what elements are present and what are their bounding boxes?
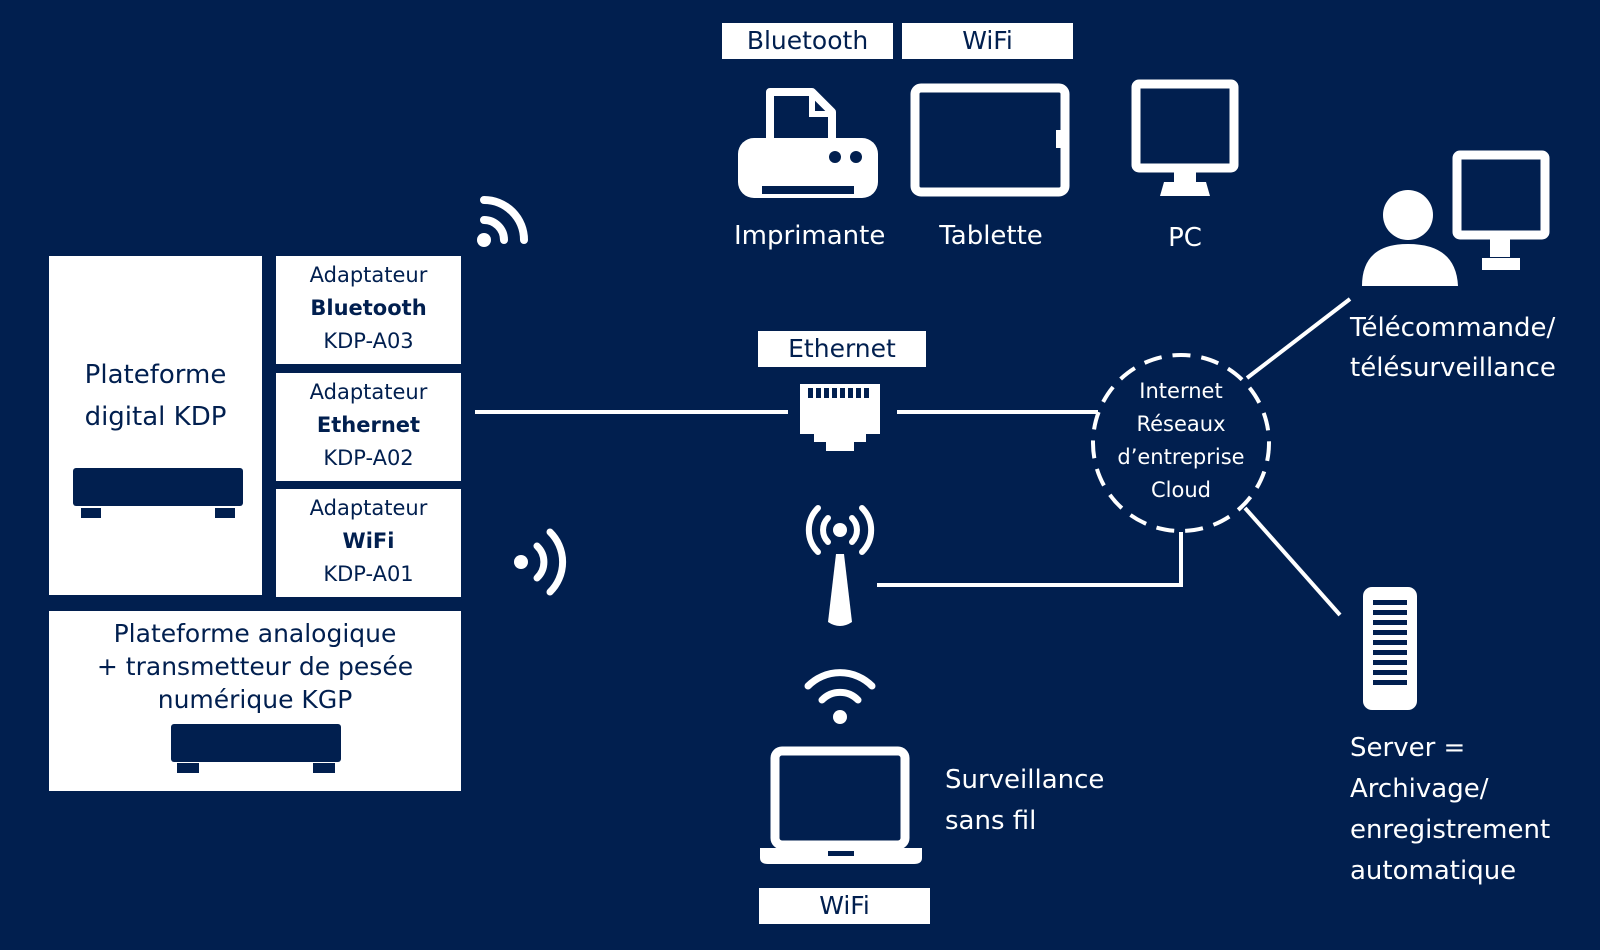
adapter-bluetooth: Adaptateur Bluetooth KDP-A03 <box>276 256 461 364</box>
line-antenna-to-cloud <box>877 532 1183 587</box>
server-icon <box>1363 587 1417 710</box>
cloud-line4: Cloud <box>1151 478 1211 502</box>
tablet-label: Tablette <box>939 221 1043 251</box>
remote-label: Télécommande/ télésurveillance <box>1350 308 1590 388</box>
adapter-code: KDP-A01 <box>323 562 414 586</box>
server-label: Server = Archivage/ enregistrement autom… <box>1350 728 1580 892</box>
remote-line1: Télécommande/ <box>1350 313 1556 343</box>
adapter-code: KDP-A02 <box>323 446 414 470</box>
wifi-tag-bottom: WiFi <box>759 888 930 924</box>
cloud-circle <box>1091 353 1271 533</box>
wifi-tag-top: WiFi <box>902 23 1073 59</box>
adapter-type: Ethernet <box>316 413 421 437</box>
wireless-monitoring-line1: Surveillance <box>945 765 1105 795</box>
server-line2: Archivage/ <box>1350 774 1489 804</box>
analog-platform-label: Plateforme analogique + transmetteur de … <box>49 617 461 716</box>
adapter-title: Adaptateur <box>309 380 428 404</box>
cloud-line2: Réseaux <box>1136 412 1226 436</box>
ethernet-port-icon <box>800 384 880 451</box>
wireless-monitoring-line2: sans fil <box>945 806 1037 836</box>
digital-platform-label: Plateforme digital KDP <box>49 354 262 438</box>
printer-icon <box>738 88 878 198</box>
line-cloud-to-remote <box>1245 297 1352 380</box>
connection-lines <box>475 297 1352 617</box>
server-line3: enregistrement <box>1350 815 1551 845</box>
user-icon <box>1362 190 1458 286</box>
pc-monitor-icon <box>1131 79 1239 196</box>
line-cloud-to-server <box>1243 506 1342 617</box>
cloud-line3: d’entreprise <box>1117 445 1245 469</box>
adapter-ethernet: Adaptateur Ethernet KDP-A02 <box>276 373 461 481</box>
analog-platform-box: Plateforme analogique + transmetteur de … <box>49 611 461 791</box>
wifi-wave-icon <box>514 528 567 596</box>
analog-platform-line3: numérique KGP <box>157 685 353 714</box>
server-line1: Server = <box>1350 733 1466 763</box>
digital-platform-line1: Plateforme <box>84 360 227 390</box>
ethernet-tag: Ethernet <box>758 331 926 367</box>
monitor-icon <box>1452 150 1550 270</box>
analog-platform-line2: + transmetteur de pesée <box>96 652 414 681</box>
antenna-icon <box>805 505 875 626</box>
pc-label: PC <box>1168 223 1202 253</box>
bluetooth-wave-icon <box>477 196 528 247</box>
remote-line2: télésurveillance <box>1350 353 1556 383</box>
adapter-code: KDP-A03 <box>323 329 414 353</box>
adapter-title: Adaptateur <box>309 263 428 287</box>
wireless-monitoring-label: Surveillance sans fil <box>945 760 1145 842</box>
laptop-icon <box>760 746 922 864</box>
digital-platform-line2: digital KDP <box>84 402 227 432</box>
adapter-wifi: Adaptateur WiFi KDP-A01 <box>276 489 461 597</box>
adapter-type: Bluetooth <box>310 296 427 320</box>
adapter-type: WiFi <box>342 529 395 553</box>
server-line4: automatique <box>1350 856 1517 886</box>
cloud-line1: Internet <box>1139 379 1223 403</box>
cloud-label: Internet Réseaux d’entreprise Cloud <box>1093 375 1269 507</box>
analog-platform-line1: Plateforme analogique <box>113 619 397 648</box>
adapter-title: Adaptateur <box>309 496 428 520</box>
wifi-signal-icon <box>804 669 876 724</box>
printer-label: Imprimante <box>734 221 886 251</box>
tablet-icon <box>910 83 1070 197</box>
bluetooth-tag: Bluetooth <box>722 23 893 59</box>
digital-platform-box: Plateforme digital KDP <box>49 256 262 595</box>
